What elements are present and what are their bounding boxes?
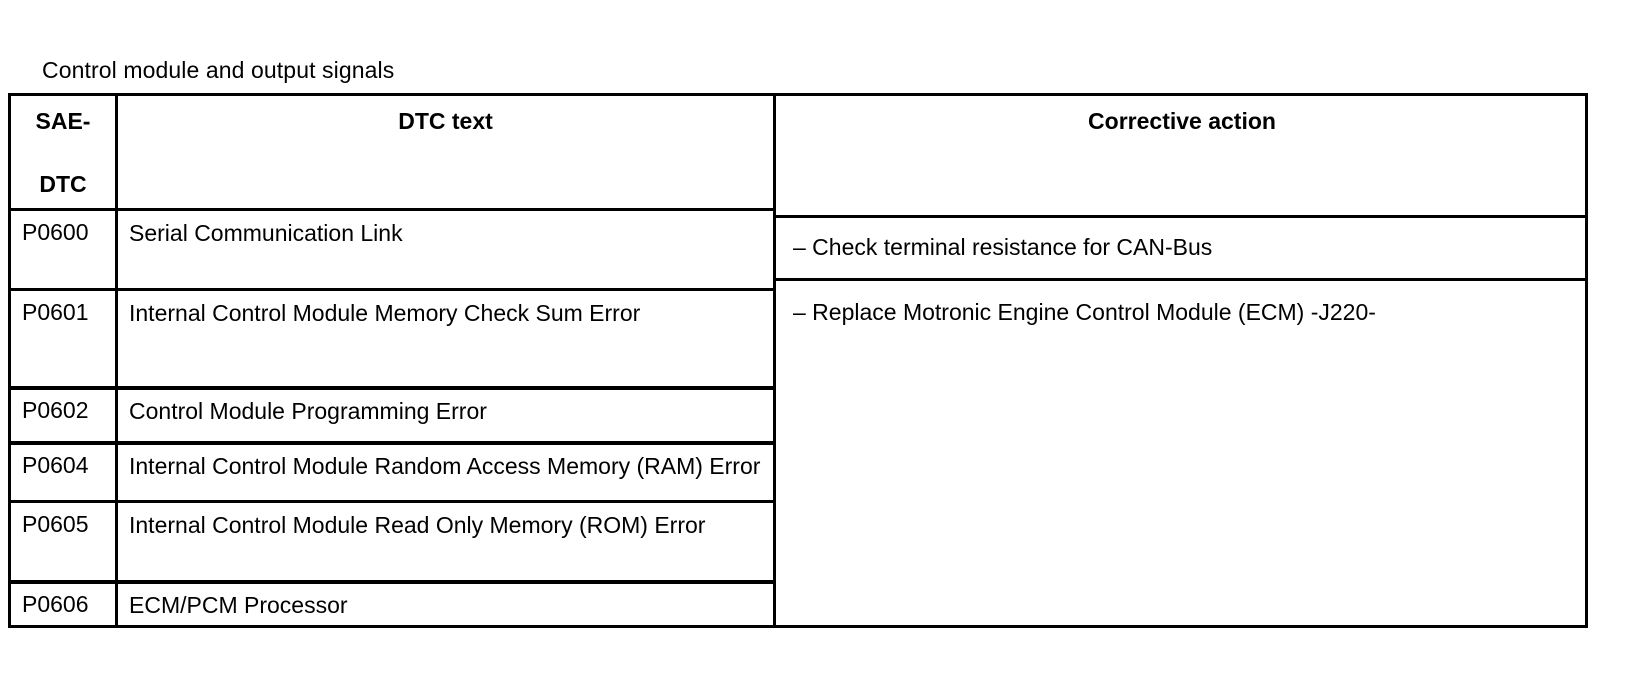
table-cell-corrective-action-1: – Check terminal resistance for CAN-Bus	[793, 234, 1213, 260]
row-divider-p0600-p0601	[11, 288, 773, 291]
table-cell-dtc-text-p0604: Internal Control Module Random Access Me…	[129, 453, 761, 479]
row-divider-corrective-1	[773, 278, 1588, 281]
row-divider-p0601-p0602	[11, 386, 773, 390]
table-cell-code-p0602: P0602	[22, 397, 89, 423]
table-cell-code-p0606: P0606	[22, 591, 89, 617]
row-divider-p0605-p0606	[11, 580, 773, 584]
row-divider-header-left	[11, 208, 773, 211]
table-cell-code-p0600: P0600	[22, 219, 89, 245]
column-divider-dtc-text	[773, 96, 776, 625]
header-dtc-text: DTC text	[398, 108, 493, 134]
table-cell-dtc-text-p0605: Internal Control Module Read Only Memory…	[129, 512, 706, 538]
header-corrective-action: Corrective action	[1088, 108, 1276, 134]
table-cell-code-p0604: P0604	[22, 452, 89, 478]
table-cell-dtc-text-p0600: Serial Communication Link	[129, 220, 403, 246]
table-cell-dtc-text-p0602: Control Module Programming Error	[129, 398, 487, 424]
table-cell-corrective-action-2: – Replace Motronic Engine Control Module…	[793, 299, 1376, 325]
table-cell-code-p0605: P0605	[22, 511, 89, 537]
table-cell-code-p0601: P0601	[22, 299, 89, 325]
dtc-table: SAE- DTC DTC text Corrective action P060…	[8, 93, 1588, 628]
header-sae-line2: DTC	[39, 171, 87, 197]
row-divider-header-right	[773, 215, 1588, 218]
header-sae-line1: SAE-	[35, 108, 91, 134]
row-divider-p0602-p0604	[11, 441, 773, 445]
table-cell-dtc-text-p0606: ECM/PCM Processor	[129, 592, 348, 618]
row-divider-p0604-p0605	[11, 500, 773, 503]
section-title: Control module and output signals	[42, 57, 395, 83]
table-cell-dtc-text-p0601: Internal Control Module Memory Check Sum…	[129, 300, 641, 326]
column-divider-code	[115, 96, 118, 625]
